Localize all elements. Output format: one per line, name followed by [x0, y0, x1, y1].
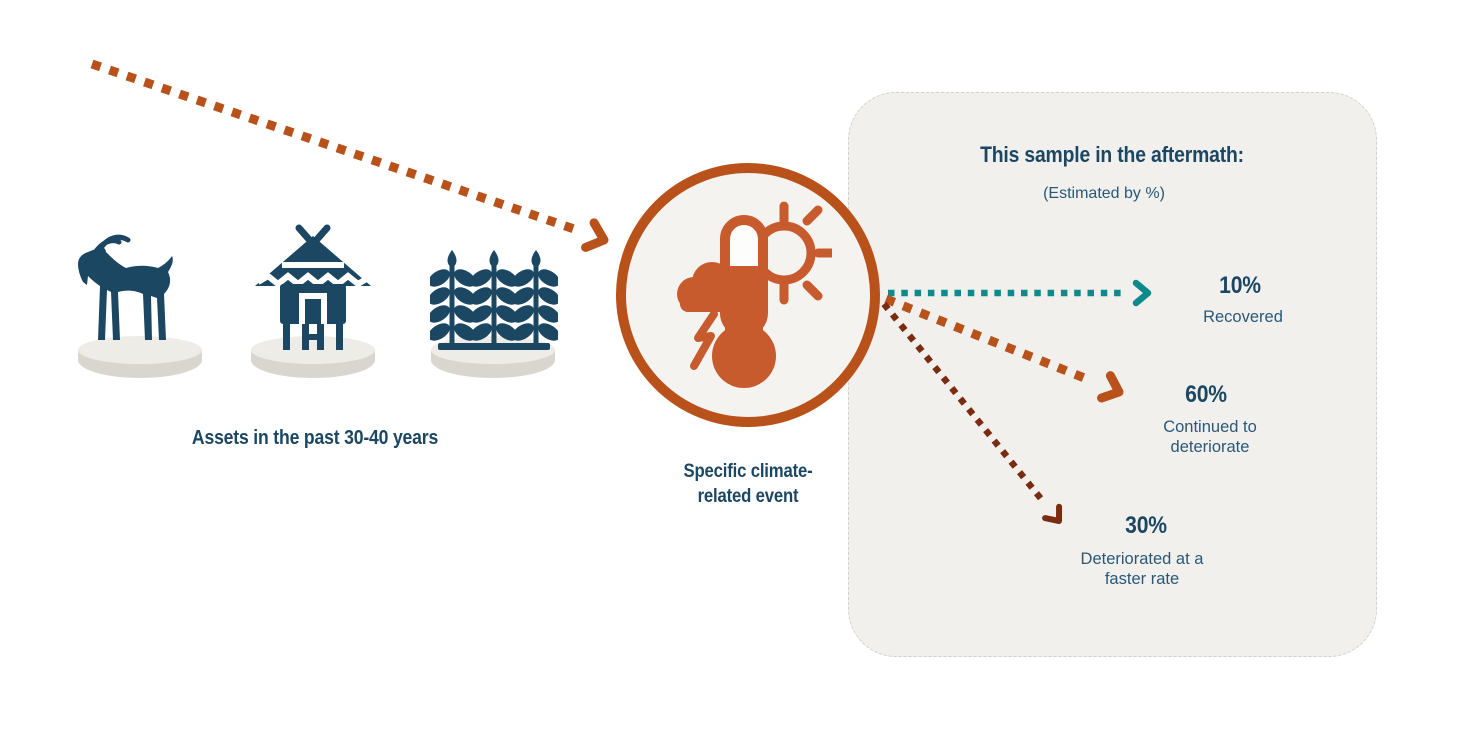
goat-icon	[78, 234, 173, 340]
lightning-bolt-icon	[690, 310, 718, 370]
stilt-hut-icon	[255, 224, 371, 350]
event-caption: Specific climate-related event	[683, 461, 813, 507]
outcome-value: 30%	[1125, 512, 1167, 539]
assets-caption: Assets in the past 30-40 years	[191, 427, 439, 449]
aftermath-title: This sample in the aftermath:	[980, 142, 1244, 167]
aftermath-subtitle: (Estimated by %)	[1043, 185, 1165, 202]
storm-cloud-icon	[677, 262, 732, 312]
outcome-label: Deteriorated at a faster rate	[1080, 550, 1204, 588]
outcome-label: Continued to deteriorate	[1163, 418, 1257, 456]
outcome-value: 60%	[1185, 381, 1227, 408]
crops-icon	[430, 250, 558, 350]
platform-hut	[251, 336, 375, 380]
outcome-value: 10%	[1219, 272, 1261, 299]
thermometer-sun-storm-icon	[677, 201, 832, 388]
outcome-label: Recovered	[1203, 308, 1283, 326]
platform-goat	[78, 336, 202, 380]
